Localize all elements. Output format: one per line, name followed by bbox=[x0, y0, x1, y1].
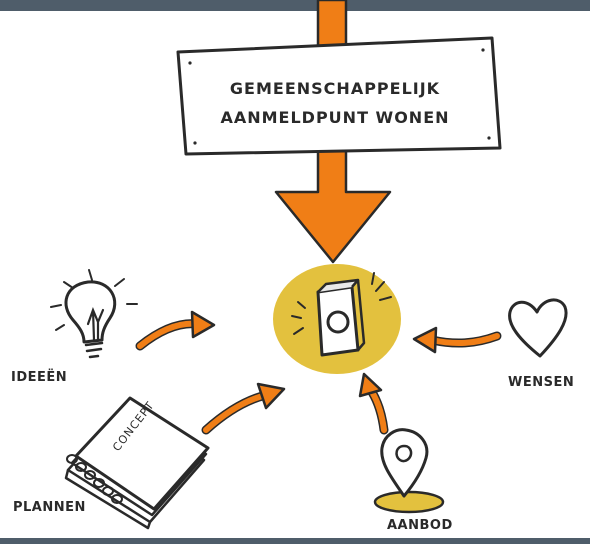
top-frame-bar bbox=[0, 0, 590, 11]
sign-board bbox=[176, 36, 502, 156]
sign-line-1: GEMEENSCHAPPELIJK bbox=[229, 79, 441, 98]
heart-icon bbox=[508, 298, 568, 358]
label-wishes: WENSEN bbox=[508, 375, 575, 390]
label-offer: AANBOD bbox=[387, 518, 453, 533]
location-pin-icon bbox=[373, 428, 445, 514]
arrow-plans bbox=[201, 382, 286, 435]
label-plans: PLANNEN bbox=[13, 500, 86, 515]
bottom-frame-bar bbox=[0, 538, 590, 544]
arrow-ideas bbox=[135, 310, 216, 351]
label-ideas: IDEEËN bbox=[11, 370, 68, 385]
arrow-wishes bbox=[412, 326, 502, 354]
notebook-icon: CONCEPT bbox=[64, 396, 210, 530]
mailbox-icon bbox=[291, 272, 392, 357]
sign-title: GEMEENSCHAPPELIJK AANMELDPUNT WONEN bbox=[205, 74, 465, 132]
lightbulb-icon bbox=[50, 269, 138, 359]
arrow-offer bbox=[358, 372, 389, 435]
sign-line-2: AANMELDPUNT WONEN bbox=[220, 108, 450, 127]
